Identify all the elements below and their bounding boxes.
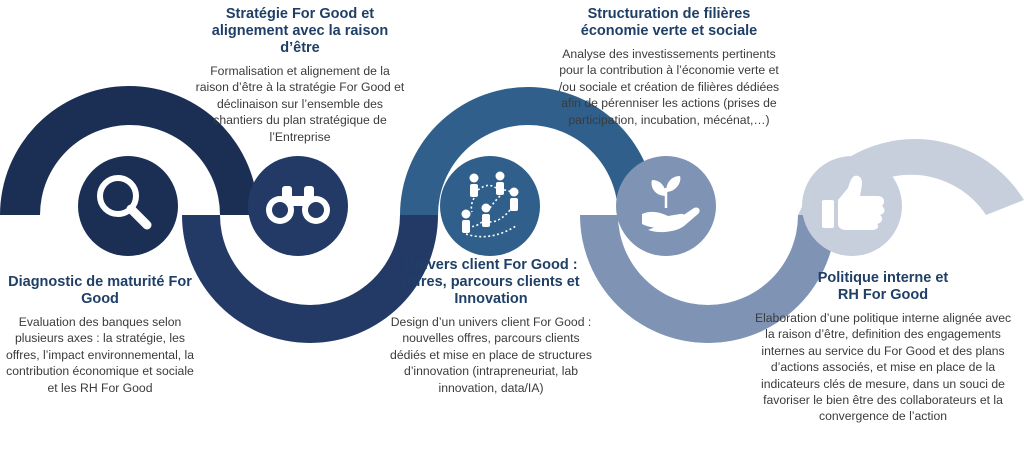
step-4-description: Analyse des investissements pertinents p… [558, 47, 780, 127]
step-2-title: Stratégie For Good et alignement avec la… [211, 6, 389, 56]
wave-segment-3 [400, 87, 656, 215]
wave-segment-1 [0, 86, 258, 215]
step-1: Diagnostic de maturité For Good Evaluati… [2, 274, 198, 396]
step-4: Structuration de filières économie verte… [558, 6, 780, 128]
step-3-description: Design d’un univers client For Good : no… [390, 315, 592, 395]
step-5-description: Elaboration d’une politique interne alig… [754, 311, 1012, 424]
step-1-title: Diagnostic de maturité For Good [8, 274, 192, 307]
step-1-description: Evaluation des banques selon plusieurs a… [5, 315, 195, 395]
wave-segment-2 [182, 215, 438, 343]
step-3: Univers client For Good : offres, parcou… [386, 257, 596, 396]
thumbs-up-icon [822, 175, 885, 230]
step-2: Stratégie For Good et alignement avec la… [190, 6, 410, 145]
magnifier-icon [97, 175, 152, 230]
wave-segment-4 [580, 215, 836, 343]
hand-plant-icon [642, 176, 700, 233]
step-3-title: Univers client For Good : offres, parcou… [402, 257, 580, 307]
step-5: Politique interne et RH For Good Elabora… [752, 270, 1014, 425]
step-5-title: Politique interne et RH For Good [817, 270, 949, 303]
people-network-icon [461, 171, 519, 238]
step-4-title: Structuration de filières économie verte… [580, 6, 758, 39]
step-2-description: Formalisation et alignement de la raison… [195, 64, 405, 144]
binoculars-icon [266, 186, 330, 224]
